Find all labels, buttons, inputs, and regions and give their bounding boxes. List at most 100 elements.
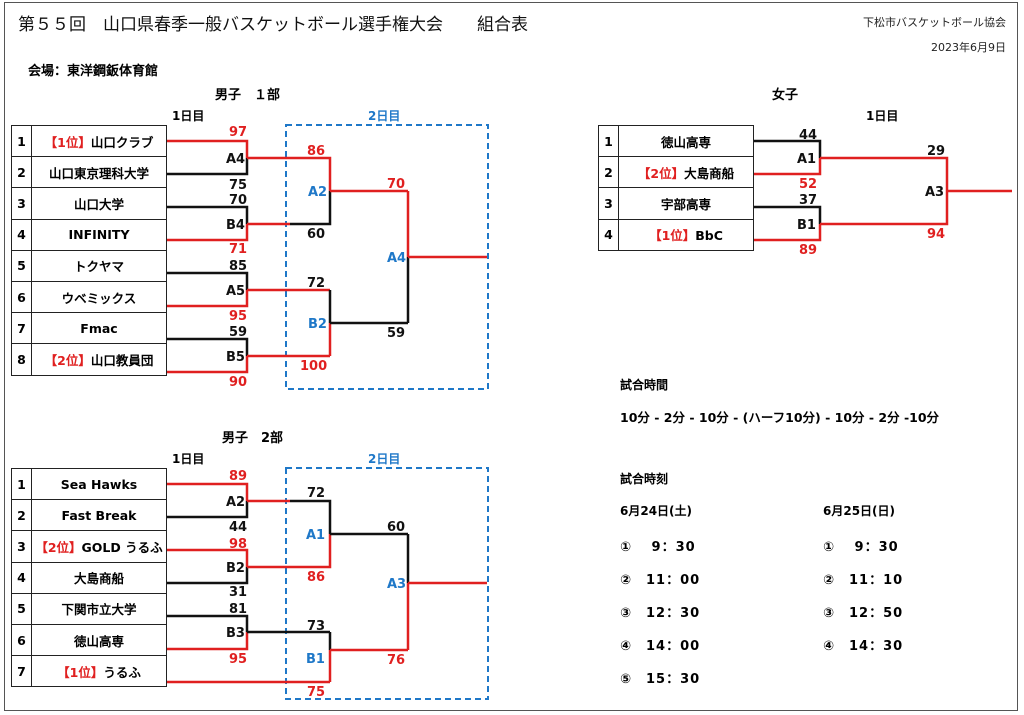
day1-slot-1: ① 9：30 [620, 540, 696, 555]
day2-label: 6月25日(日) [823, 504, 896, 518]
day2-slot-3: ③ 12：50 [823, 606, 904, 621]
team-name: Fmac [80, 320, 118, 336]
men1-day1: 1日目 [172, 109, 205, 123]
bracket-line [167, 139, 249, 158]
game-label: B4 [226, 218, 245, 233]
team-name-cell: 【1位】BbC [618, 218, 754, 251]
team-name: 徳山高専 [660, 134, 711, 150]
match-slots-title: 試合時刻 [620, 472, 669, 486]
score: 44 [799, 128, 817, 143]
score: 44 [229, 520, 247, 535]
day1-label: 6月24日(土) [620, 504, 693, 518]
bracket-line [167, 482, 249, 501]
score: 97 [229, 125, 247, 140]
team-name: 大島商船 [73, 571, 124, 587]
game-label: A5 [226, 284, 245, 299]
game-label: A2 [226, 495, 245, 510]
men2-day2-box [285, 467, 489, 700]
page-title: 第５５回 山口県春季一般バスケットボール選手権大会 組合表 [18, 15, 528, 35]
team-name: 山口大学 [73, 196, 124, 212]
team-name: 山口クラブ [90, 134, 154, 150]
team-rank: 【1位】 [649, 228, 696, 244]
game-label: A2 [308, 185, 327, 200]
score: 86 [307, 144, 325, 159]
game-label: A4 [226, 152, 245, 167]
game-label: B1 [797, 218, 816, 233]
men2-team-row: 3【2位】GOLD うるふ [11, 530, 167, 563]
team-name-cell: Sea Hawks [31, 467, 167, 501]
match-time-format: 10分 - 2分 - 10分 - (ハーフ10分) - 10分 - 2分 -10… [620, 410, 940, 425]
score: 89 [799, 243, 817, 258]
team-name-cell: 【1位】山口クラブ [31, 124, 167, 158]
score: 59 [229, 325, 247, 340]
score: 71 [229, 242, 247, 257]
bracket-line [290, 191, 332, 226]
team-name-cell: 山口東京理科大学 [31, 156, 167, 189]
day2-slot-1: ① 9：30 [823, 540, 899, 555]
bracket-line [290, 156, 332, 191]
team-name: Fast Break [61, 507, 137, 523]
day1-slot-2: ② 11：00 [620, 573, 701, 588]
team-name-cell: Fmac [31, 312, 167, 345]
score: 76 [387, 653, 405, 668]
match-time-title: 試合時間 [620, 378, 669, 392]
score: 89 [229, 469, 247, 484]
team-name: 宇部高専 [660, 196, 711, 212]
team-name: INFINITY [68, 227, 130, 243]
bracket-line [167, 567, 249, 585]
bracket-line [167, 356, 249, 374]
page-frame [4, 2, 1018, 711]
team-name: 山口教員団 [90, 352, 154, 368]
bracket-line [167, 548, 249, 567]
bracket-line [754, 158, 822, 176]
men1-team-row: 8【2位】山口教員団 [11, 343, 167, 376]
day1-slot-4: ④ 14：00 [620, 639, 701, 654]
bracket-line [820, 191, 949, 226]
team-name-cell: 大島商船 [31, 561, 167, 594]
team-rank: 【2位】 [637, 165, 685, 181]
team-name: Sea Hawks [60, 476, 138, 492]
team-name: ウベミックス [61, 290, 137, 306]
game-label: B3 [226, 626, 245, 641]
day1-slot-3: ③ 12：30 [620, 606, 701, 621]
team-name: 山口東京理科大学 [48, 165, 149, 181]
men1-day2-box [285, 124, 489, 390]
issue-date: 2023年6月9日 [931, 41, 1006, 54]
team-name: BbC [695, 228, 723, 244]
score: 29 [927, 144, 945, 159]
score: 98 [229, 537, 247, 552]
score: 75 [307, 685, 325, 700]
game-label: A1 [306, 528, 325, 543]
day1-slot-5: ⑤ 15：30 [620, 672, 701, 687]
bracket-line [167, 158, 249, 176]
women-team-row: 2【2位】大島商船 [598, 156, 754, 189]
score: 59 [387, 326, 405, 341]
score: 73 [307, 619, 325, 634]
score: 60 [387, 520, 405, 535]
score: 86 [307, 570, 325, 585]
bracket-line [754, 205, 822, 224]
men2-title: 男子 2部 [222, 431, 284, 446]
score: 37 [799, 193, 817, 208]
score: 95 [229, 652, 247, 667]
team-rank: 【1位】 [57, 664, 104, 680]
score: 70 [229, 193, 247, 208]
women-day1: 1日目 [866, 109, 899, 123]
score: 31 [229, 585, 247, 600]
bracket-line [167, 614, 249, 632]
score: 100 [300, 359, 327, 374]
women-team-row: 4【1位】BbC [598, 218, 754, 251]
organizer: 下松市バスケットボール協会 [863, 16, 1006, 29]
bracket-line [167, 290, 249, 308]
score: 75 [229, 178, 247, 193]
bracket-line [290, 499, 332, 534]
team-name: 大島商船 [684, 165, 735, 181]
